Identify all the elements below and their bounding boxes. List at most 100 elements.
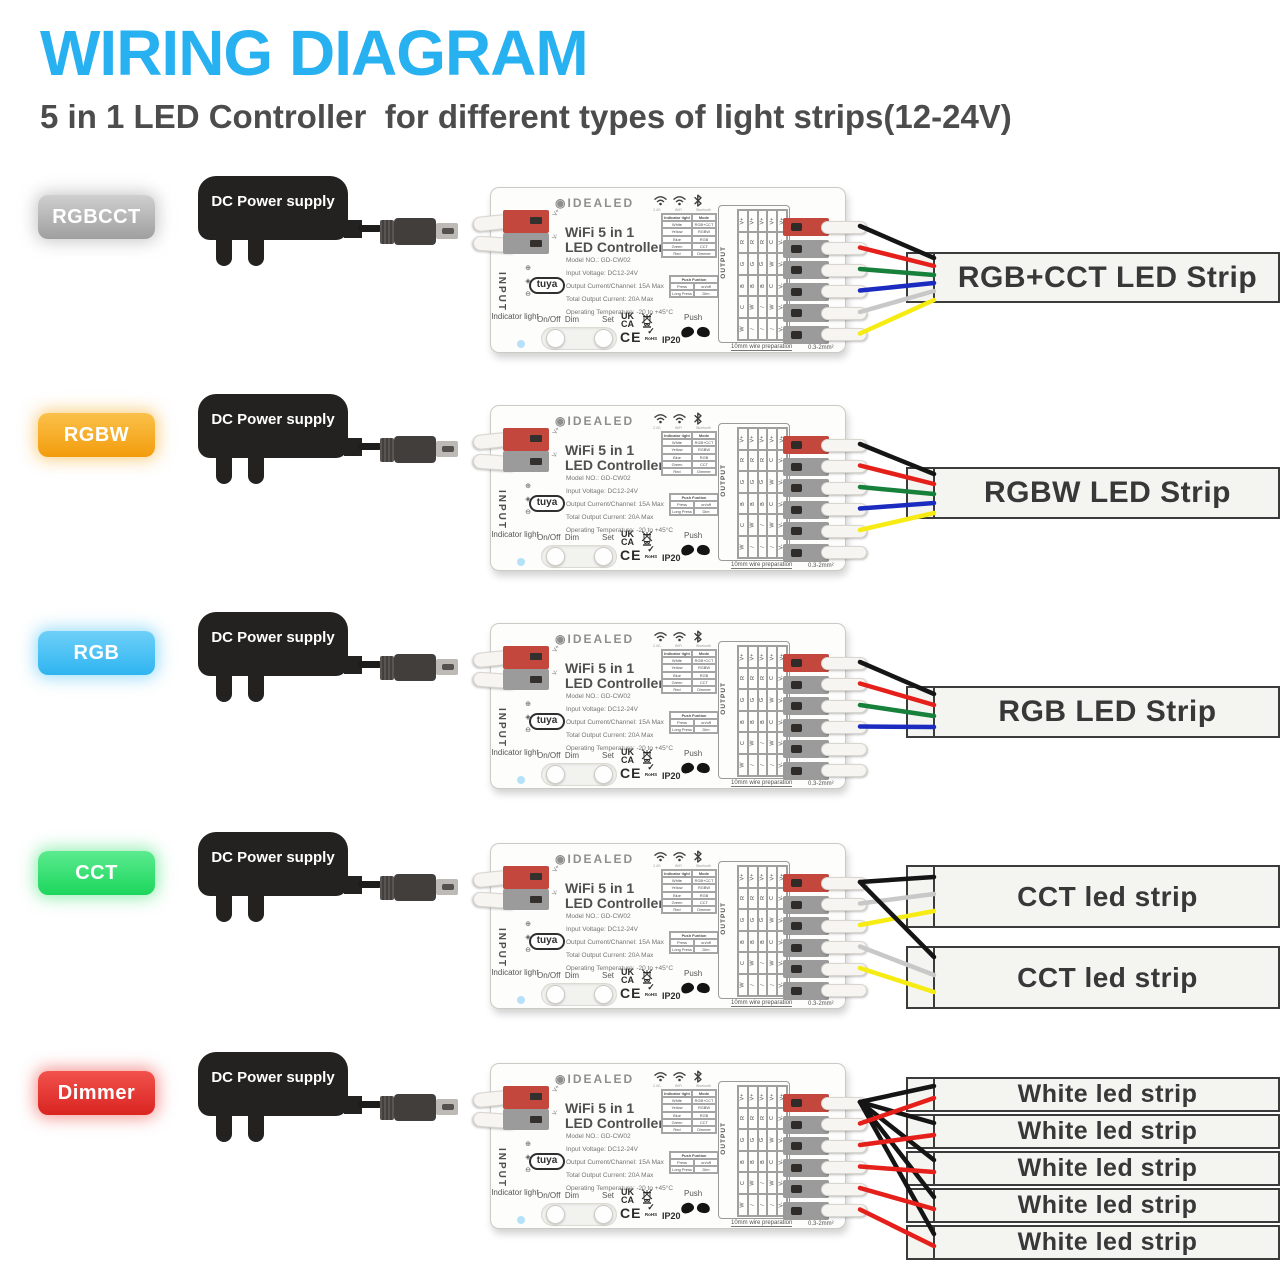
output-grid-value: B: [749, 939, 756, 944]
page-subtitle: 5 in 1 LED Controller for different type…: [40, 98, 1012, 135]
mode-table-cell: White: [662, 439, 692, 447]
dc-power-supply-label: DC Power supply: [211, 193, 335, 210]
onoff-dim-button: [546, 765, 565, 784]
brand-name: IDEALED: [567, 196, 635, 210]
radio-label-wifi: WiFi: [674, 1084, 682, 1088]
radio-label-bluetooth: Bluetooth: [696, 864, 711, 868]
radio-icons: [654, 630, 702, 643]
terminal-hole: [791, 309, 802, 317]
output-grid-value: /: [749, 764, 756, 766]
output-grid-cell: /: [747, 535, 758, 558]
output-terminal: [783, 895, 829, 914]
radio-icons: [654, 194, 702, 207]
barrel-connector-tip: [436, 879, 458, 895]
brand-icon: ◉: [555, 414, 568, 428]
vminus-label: V-: [551, 889, 560, 897]
polarity-icon: ◈: [525, 278, 531, 285]
output-grid-value: B: [759, 719, 766, 724]
output-grid-value: W: [769, 1137, 776, 1143]
terminal-lever: [821, 876, 867, 890]
output-grid-cell: W: [767, 1172, 778, 1194]
output-grid-cell: /: [757, 514, 768, 536]
bluetooth-icon: [694, 1070, 702, 1083]
dc-power-supply: DC Power supply: [198, 176, 348, 240]
push-table-cell: on/off: [694, 283, 718, 290]
output-terminal: [783, 500, 829, 519]
output-grid-cell: R: [738, 1107, 748, 1130]
terminal-hole: [791, 1163, 802, 1172]
output-label: OUTPUT: [720, 246, 727, 279]
output-grid-cell: V+: [738, 866, 748, 888]
spec-line: Model NO.: GD-CW02: [566, 475, 631, 482]
output-grid-value: /: [749, 1204, 756, 1206]
terminal-lever: [821, 1204, 867, 1217]
wire-preparation-note: 10mm wire preparation: [731, 1000, 793, 1007]
output-grid-value: W: [769, 479, 776, 485]
output-label: OUTPUT: [720, 682, 727, 715]
terminal-hole: [791, 766, 802, 775]
push-button-icon: [679, 325, 696, 339]
barrel-connector-tip: [436, 1099, 458, 1115]
plug-prong: [216, 894, 232, 922]
output-terminal: [783, 938, 829, 957]
terminal-hole: [791, 659, 802, 667]
output-grid-value: V+: [769, 653, 776, 661]
ukca-mark: UK CA: [621, 747, 634, 765]
output-grid-value: G: [739, 917, 746, 923]
output-grid-value: G: [749, 917, 756, 923]
input-terminal-vminus: [503, 889, 549, 910]
product-title-line1: WiFi 5 in 1: [565, 880, 635, 896]
led-strip: RGB LED Strip: [906, 686, 1280, 738]
spec-line: Output Current/Channel: 15A Max: [566, 283, 664, 290]
mode-table-cell: Yellow: [662, 1104, 692, 1112]
polarity-icon: ⊖: [525, 509, 531, 516]
output-grid-value: R: [739, 240, 746, 245]
output-grid-value: W: [749, 304, 756, 310]
mode-table-cell: Dimmer: [692, 1125, 716, 1134]
terminal-hole: [791, 462, 802, 471]
mode-table-cell: Red: [662, 905, 692, 914]
output-grid-cell: W: [767, 514, 778, 536]
plug-cable-stub: [344, 656, 362, 674]
led-strip: White led strip: [906, 1077, 1280, 1112]
output-grid-value: R: [749, 1116, 756, 1121]
polarity-icon: ⊕: [525, 701, 531, 708]
output-grid-cell: R: [757, 667, 768, 690]
onoff-dim-label: On/Off Dim: [537, 315, 580, 324]
terminal-hole: [791, 527, 802, 535]
wifi-icon: [654, 852, 667, 856]
mode-table-cell: RGB: [692, 891, 716, 899]
output-grid-value: G: [749, 479, 756, 485]
output-grid-cell: R: [757, 449, 768, 472]
wire-preparation-note: 10mm wire preparation: [731, 344, 793, 351]
barrel-connector-tip: [436, 441, 458, 457]
push-button-icon: [695, 1201, 712, 1215]
check-icon: ✓: [647, 326, 655, 336]
weee-bin-icon: [641, 1189, 653, 1204]
spec-line: Output Current/Channel: 15A Max: [566, 1159, 664, 1166]
output-grid-cell: V+: [738, 646, 748, 668]
output-grid-cell: /: [757, 1172, 768, 1194]
ce-mark: CE: [620, 985, 642, 1001]
plug-prong: [248, 456, 264, 484]
spec-line: Total Output Current: 20A Max: [566, 952, 654, 959]
terminal-lever: [821, 1139, 867, 1153]
mode-table-cell: RGB+CCT: [692, 877, 716, 885]
polarity-icons: ⊕◈⊖: [523, 480, 533, 519]
strip-type-badge: RGBW: [38, 413, 155, 457]
output-grid-cell: V+: [767, 428, 778, 450]
spec-line: Model NO.: GD-CW02: [566, 693, 631, 700]
output-grid-cell: /: [757, 1193, 768, 1216]
output-grid-cell: W: [767, 909, 778, 931]
ip-rating: IP20: [662, 991, 681, 1001]
set-label: Set: [602, 315, 615, 324]
spec-line: Total Output Current: 20A Max: [566, 296, 654, 303]
polarity-icon: ◈: [525, 1154, 531, 1161]
output-terminal: [783, 436, 829, 454]
output-pinout-grid: V+V+V+V+V+RRRCV-GGGWV-BBBCV-CW/WV-W///V-: [737, 645, 788, 777]
radio-label-24g: 2.4G: [653, 1084, 661, 1088]
terminal-lever: [821, 984, 867, 997]
output-grid-value: G: [749, 697, 756, 703]
output-grid-cell: W: [738, 1193, 748, 1216]
